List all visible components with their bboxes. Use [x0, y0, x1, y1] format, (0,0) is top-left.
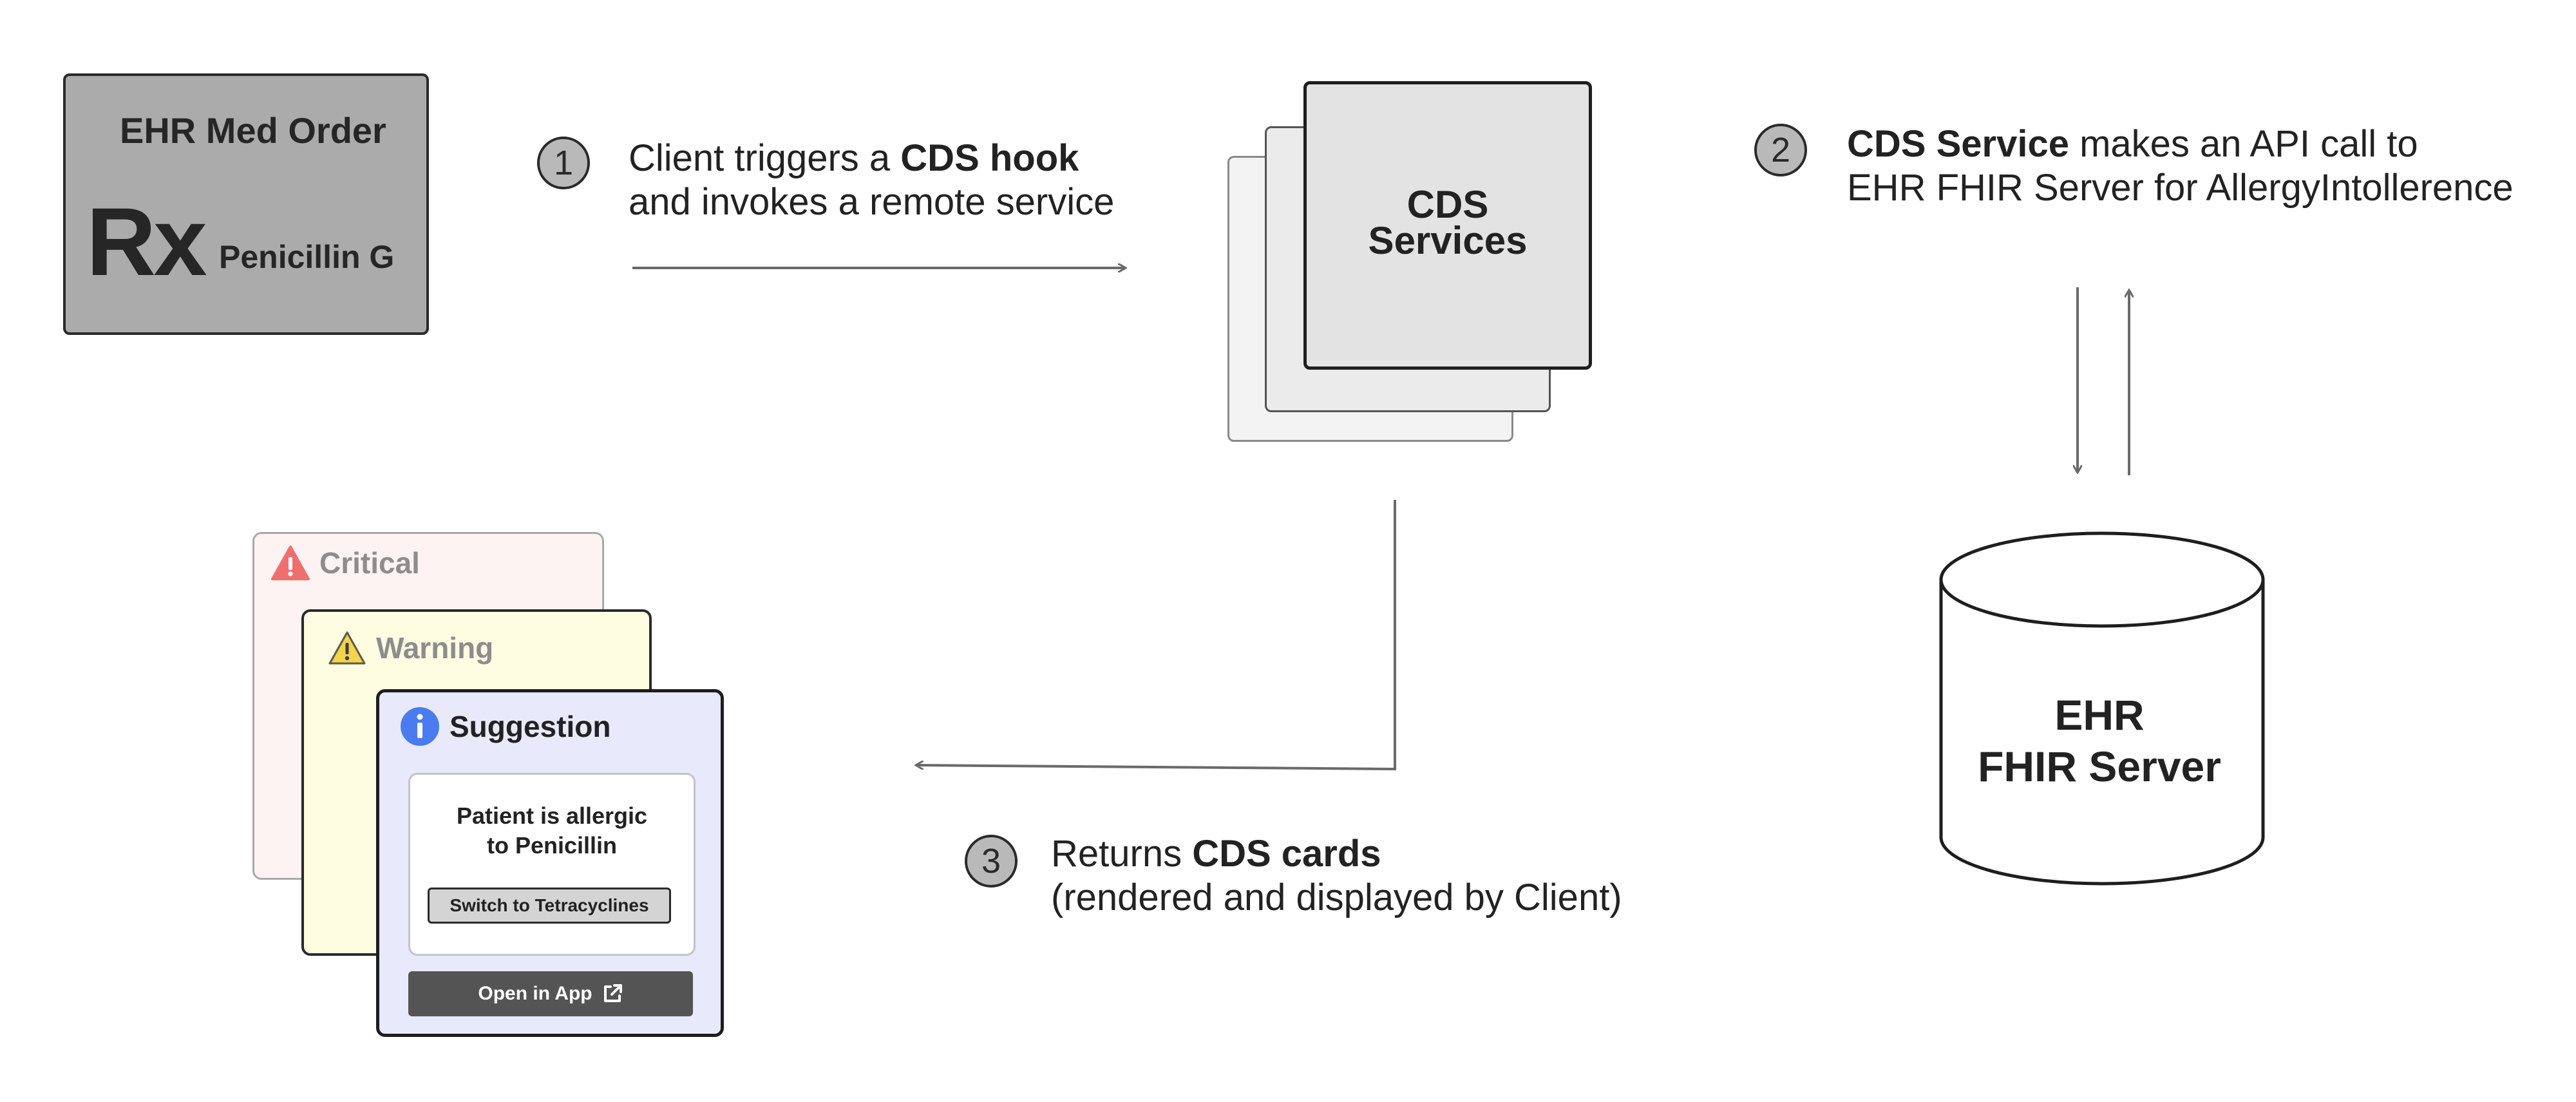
- cds-service-card-front: [1303, 81, 1592, 370]
- ehr-med-order-box: [63, 73, 429, 335]
- step-2-number: 2: [1770, 131, 1791, 169]
- step-1-text: Client triggers a CDS hook and invokes a…: [629, 137, 1114, 224]
- warning-triangle-icon: [328, 631, 366, 665]
- cds-services-label-line2: Services: [1368, 219, 1528, 262]
- step-1-text-prefix: Client triggers a: [629, 137, 901, 179]
- suggestion-message: Patient is allergic to Penicillin: [408, 801, 696, 860]
- step-3-number: 3: [981, 842, 1001, 880]
- suggestion-message-line2: to Penicillin: [486, 832, 618, 859]
- open-in-app-label: Open in App: [478, 983, 592, 1004]
- critical-warning-icon: [271, 546, 310, 580]
- warning-card-header: Warning: [327, 630, 493, 666]
- warning-card-title: Warning: [376, 631, 494, 665]
- step-3-text-prefix: Returns: [1051, 833, 1193, 875]
- step-2-text-bold: CDS Service: [1847, 123, 2069, 165]
- external-link-icon: [603, 984, 622, 1002]
- suggestion-detail-panel: [408, 773, 696, 956]
- step-1-number: 1: [553, 144, 574, 182]
- ehr-fhir-server-label: EHR FHIR Server: [1932, 689, 2267, 792]
- step-3-text-bold: CDS cards: [1192, 833, 1381, 875]
- drug-name: Penicillin G: [219, 239, 395, 275]
- ehr-med-order-title: EHR Med Order: [120, 110, 386, 151]
- rx-symbol: Rx: [86, 187, 207, 296]
- critical-card-title: Critical: [319, 546, 420, 580]
- step-2-text-line2: EHR FHIR Server for AllergyIntollerence: [1847, 167, 2514, 209]
- step-1-text-line2: and invokes a remote service: [629, 181, 1115, 223]
- open-in-app-button[interactable]: Open in App: [408, 971, 693, 1016]
- step-3-text: Returns CDS cards (rendered and displaye…: [1051, 832, 1622, 920]
- suggestion-card-title: Suggestion: [450, 710, 611, 743]
- step-1-text-bold: CDS hook: [900, 137, 1079, 179]
- info-icon: [401, 707, 439, 746]
- step-1-circle: 1: [537, 137, 590, 189]
- step-2-text: CDS Service makes an API call to EHR FHI…: [1847, 122, 2514, 210]
- critical-card-header: Critical: [270, 545, 420, 581]
- cds-services-label-line1: CDS: [1406, 183, 1489, 226]
- step-2-circle: 2: [1754, 124, 1807, 176]
- ehr-fhir-server-label-line2: FHIR Server: [1978, 743, 2221, 790]
- step-3-text-line2: (rendered and displayed by Client): [1051, 877, 1622, 918]
- suggestion-message-line1: Patient is allergic: [456, 803, 648, 829]
- step-2-text-suffix: makes an API call to: [2069, 123, 2418, 165]
- switch-medication-label: Switch to Tetracyclines: [450, 895, 649, 915]
- ehr-fhir-server-label-line1: EHR: [2054, 691, 2145, 739]
- step-3-circle: 3: [965, 835, 1018, 888]
- arrow-cds-to-cards: [916, 500, 1396, 771]
- switch-medication-button[interactable]: Switch to Tetracyclines: [428, 888, 671, 924]
- suggestion-card-header: Suggestion: [399, 706, 611, 747]
- database-cylinder-icon: [1939, 531, 2265, 886]
- cds-services-label: CDS Services: [1303, 183, 1592, 262]
